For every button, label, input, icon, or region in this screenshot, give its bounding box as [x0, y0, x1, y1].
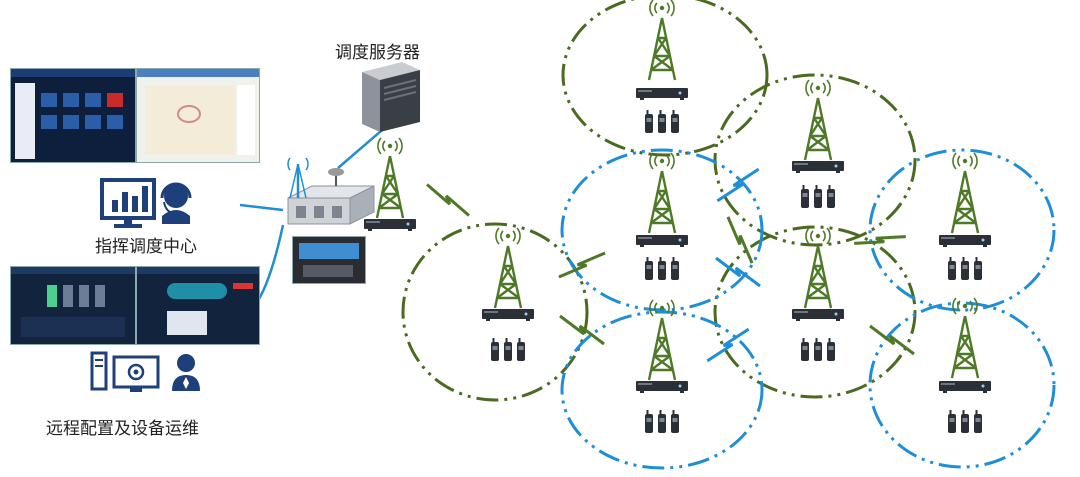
coverage-cells-green	[401, 0, 917, 402]
dispatch-server-label: 调度服务器	[335, 43, 420, 63]
coverage-cell	[561, 0, 769, 157]
repeater-device-icon	[939, 235, 991, 247]
command-center-label: 指挥调度中心	[95, 237, 197, 257]
repeater-device-icon	[792, 309, 844, 321]
repeater-device-icon	[482, 309, 534, 321]
wireless-links	[423, 158, 916, 372]
handheld-radio-icon	[801, 185, 835, 208]
site	[939, 296, 991, 433]
site	[792, 78, 844, 208]
wireless-link-icon	[852, 213, 908, 267]
monitor-chart-icon	[100, 178, 156, 228]
coverage-cell	[713, 225, 917, 399]
handheld-radio-icon	[491, 338, 525, 361]
map-console-screenshot	[136, 68, 260, 163]
repeater-device-icon	[636, 381, 688, 393]
handheld-radio-icon	[645, 110, 679, 133]
server-icon	[362, 62, 420, 132]
handheld-radio-icon	[948, 410, 982, 433]
base-station-building-icon	[287, 157, 375, 225]
site	[792, 226, 844, 361]
repeater-device-icon	[364, 219, 416, 231]
hub-site	[364, 136, 416, 231]
repeater-device-icon	[636, 88, 688, 100]
radio-tower-icon	[493, 226, 523, 310]
coverage-cell	[868, 301, 1056, 469]
handheld-radio-icon	[948, 257, 982, 280]
coverage-cell	[868, 148, 1056, 312]
repeater-device-icon	[939, 381, 991, 393]
control-room-photo	[292, 236, 366, 284]
site	[636, 298, 688, 433]
handheld-radio-icon	[801, 338, 835, 361]
handheld-radio-icon	[645, 257, 679, 280]
admin-user-icon	[172, 354, 200, 391]
repeater-device-icon	[636, 235, 688, 247]
radio-tower-icon	[375, 136, 405, 220]
site	[939, 151, 991, 280]
dispatch-console-screenshot	[10, 68, 136, 163]
wireless-link-icon	[712, 215, 768, 265]
coverage-cell	[560, 310, 764, 470]
radio-tower-icon	[647, 151, 677, 235]
site	[636, 0, 688, 133]
radio-tower-icon	[803, 78, 833, 162]
radio-tower-icon	[647, 0, 677, 82]
radio-tower-icon	[803, 226, 833, 310]
headset-user-icon	[160, 182, 192, 224]
site	[482, 226, 534, 361]
config-panel-screenshot	[136, 266, 260, 345]
remote-config-label: 远程配置及设备运维	[46, 419, 199, 439]
handheld-radio-icon	[645, 410, 679, 433]
site	[636, 151, 688, 280]
coverage-cell	[401, 222, 589, 402]
device-status-screenshot	[10, 266, 136, 345]
computer-settings-icon	[90, 351, 160, 392]
wireless-link-icon	[423, 182, 473, 218]
repeater-device-icon	[792, 161, 844, 173]
radio-tower-icon	[950, 151, 980, 235]
coverage-cell	[713, 73, 917, 247]
